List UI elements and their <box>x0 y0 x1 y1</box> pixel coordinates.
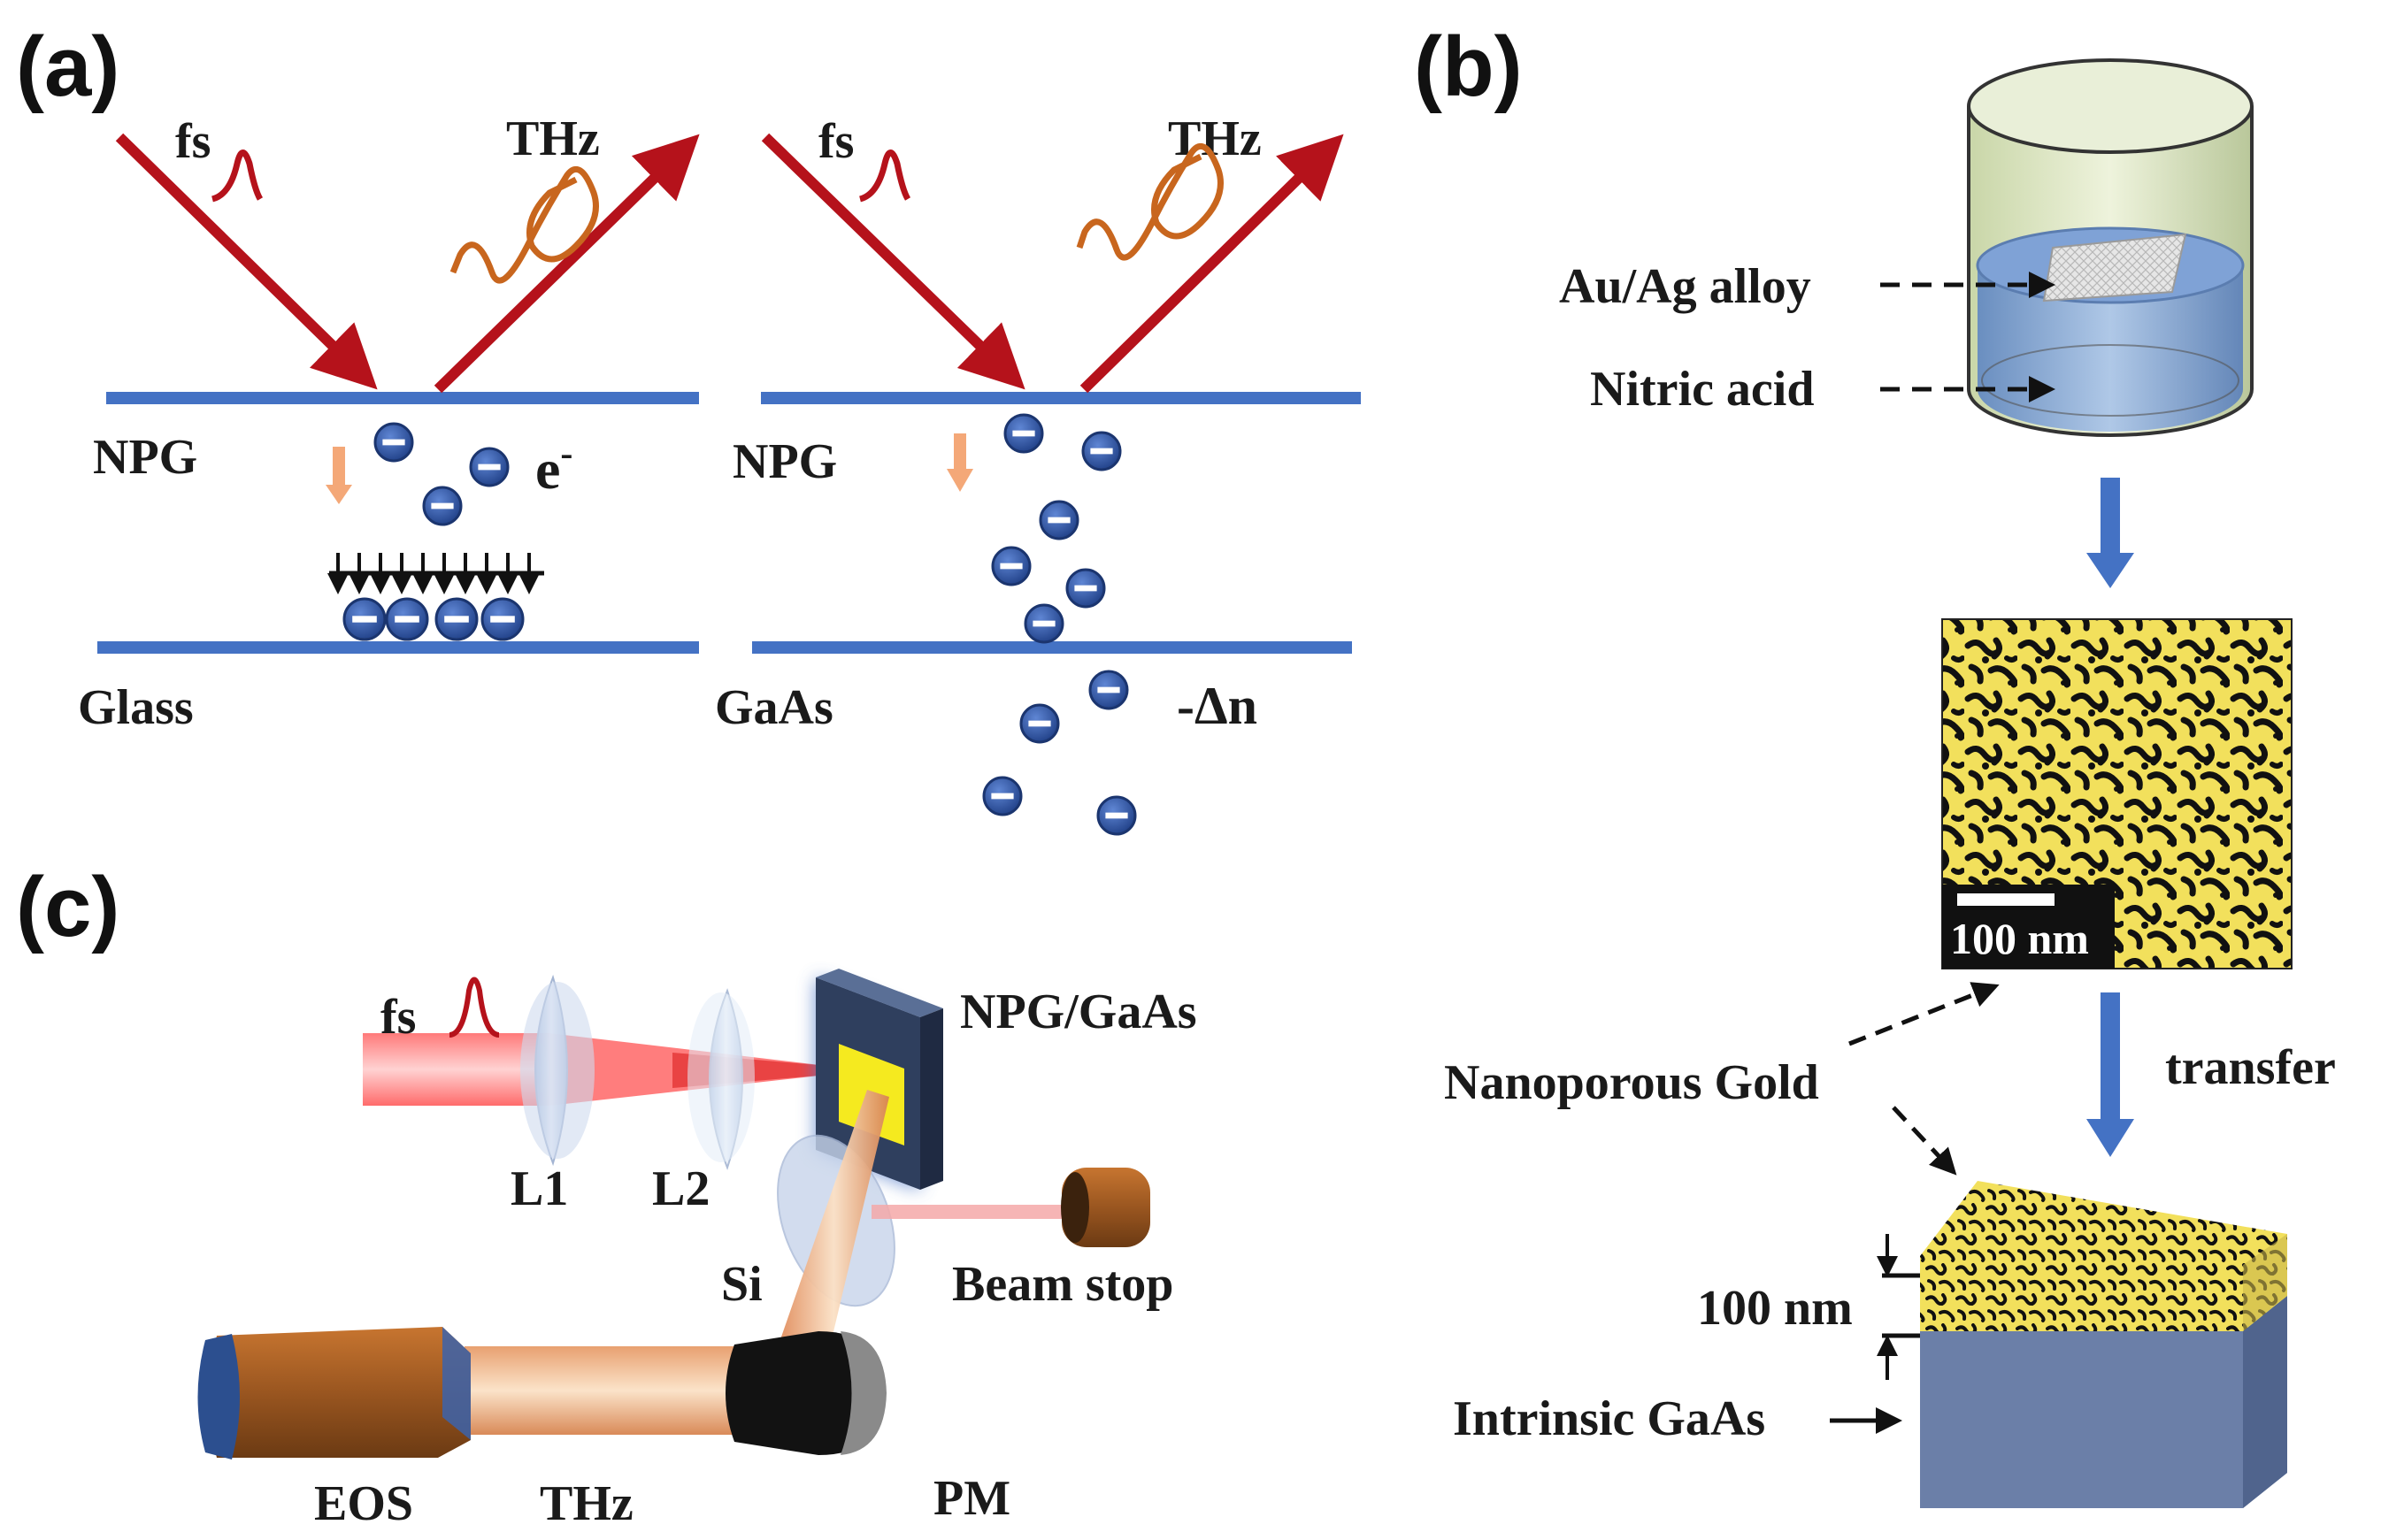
electron-icon <box>1024 603 1064 644</box>
electron-icon <box>434 597 479 641</box>
npg-name-label: Nanoporous Gold <box>1444 1055 1819 1110</box>
incident-fs-arrow <box>115 133 378 390</box>
eos-body <box>209 1327 471 1458</box>
emitted-thz-arrow-right <box>1079 134 1344 394</box>
electron-icon <box>991 546 1032 586</box>
panel-label-a: (a) <box>16 19 119 114</box>
si-label: Si <box>721 1257 763 1312</box>
fs-label-c: fs <box>380 990 416 1045</box>
electron-icon <box>1096 795 1137 836</box>
thz-pulse-icon-right <box>1076 142 1224 261</box>
eos-detector <box>197 1327 471 1460</box>
electron-icon <box>982 776 1023 816</box>
electron-icon <box>385 597 429 641</box>
beam-stop-label: Beam stop <box>952 1257 1173 1312</box>
pm-face <box>841 1331 887 1455</box>
beaker <box>1967 58 2254 437</box>
beaker-rim <box>1967 58 2254 154</box>
npg-label-right: NPG <box>733 434 837 489</box>
pm-body <box>726 1331 885 1455</box>
l1-label: L1 <box>511 1161 568 1216</box>
sample-plate-top <box>816 969 943 1017</box>
fs-input-beam <box>363 1033 549 1106</box>
thz-collimated-beam <box>465 1346 757 1435</box>
thz-label: THz <box>506 111 600 166</box>
electron-icon <box>373 422 414 463</box>
panel-c: fs L1 L2 NPG/GaAs Si Beam stop <box>197 969 1197 1531</box>
beam-stop-face <box>1061 1172 1089 1243</box>
eos-side <box>442 1327 471 1440</box>
free-electrons-left <box>373 422 510 526</box>
flow-arrow-2-head <box>2086 1119 2134 1157</box>
npg-pointer-down <box>1892 1106 1957 1176</box>
transfer-label: transfer <box>2165 1040 2336 1095</box>
substrate-label: Intrinsic GaAs <box>1453 1391 1765 1446</box>
gaas-block <box>1920 1296 2287 1508</box>
thz-cone-beam <box>779 1090 889 1358</box>
gaas-label: GaAs <box>715 680 833 735</box>
thickness-label: 100 nm <box>1697 1281 1853 1336</box>
electron-icon <box>1003 413 1044 454</box>
npg-pointer-up <box>1848 982 2000 1046</box>
scale-bar-label: 100 nm <box>1950 914 2089 963</box>
free-electrons-right <box>982 413 1137 836</box>
fs-pulse-icon-c <box>449 977 500 1038</box>
alloy-label: Au/Ag alloy <box>1559 259 1811 314</box>
residual-beam <box>872 1205 1062 1219</box>
eos-label: EOS <box>314 1476 413 1531</box>
electron-icon <box>1019 703 1060 744</box>
sample-block <box>1920 1181 2287 1508</box>
drift-arrow-head <box>326 485 352 504</box>
pm-label: PM <box>933 1471 1010 1526</box>
electron-label: e- <box>535 433 572 501</box>
parabolic-mirror <box>726 1331 887 1455</box>
npg-film <box>1920 1181 2287 1331</box>
incident-fs-arrow-right <box>761 133 1025 390</box>
acid-label: Nitric acid <box>1590 362 1814 417</box>
lens-l2-face <box>687 992 755 1162</box>
panel-a-right: fs THz NPG GaAs -Δn <box>715 111 1361 836</box>
sample-label: NPG/GaAs <box>960 985 1197 1039</box>
panel-label-b: (b) <box>1414 19 1523 114</box>
eos-face <box>197 1334 240 1460</box>
trapped-electrons <box>342 597 525 641</box>
electron-icon <box>1081 431 1122 471</box>
beaker-inner-bottom <box>1981 344 2239 417</box>
fs-pulse-icon-right <box>858 149 911 203</box>
l2-label: L2 <box>652 1161 710 1216</box>
gaas-block-side <box>2243 1296 2287 1508</box>
flow-arrow-1-head <box>2086 553 2134 588</box>
panel-b: Au/Ag alloy Nitric acid 100 nm transfer … <box>1444 58 2336 1508</box>
sample-plate-side <box>920 1008 943 1190</box>
electron-icon <box>480 597 525 641</box>
panel-label-c: (c) <box>16 860 119 954</box>
sample-npg-gaas <box>816 969 943 1190</box>
beam-stop <box>1061 1168 1150 1247</box>
scale-bar <box>1957 893 2055 906</box>
electron-icon <box>469 447 510 487</box>
thz-pulse-icon <box>449 165 599 284</box>
electron-icon <box>1088 670 1129 710</box>
npg-label: NPG <box>93 430 197 485</box>
emitted-thz-arrow <box>434 134 700 394</box>
electron-icon <box>1039 500 1079 540</box>
lens-l1-face <box>520 982 595 1159</box>
glass-label: Glass <box>78 680 194 735</box>
drift-arrow-head-right <box>947 469 973 492</box>
field-arrows <box>327 553 540 594</box>
panel-a-left: fs THz NPG Glass e- <box>78 111 700 735</box>
npg-film-side <box>2243 1234 2287 1331</box>
fs-pulse-icon <box>211 149 264 203</box>
thz-label-c: THz <box>540 1476 634 1531</box>
fs-label: fs <box>175 114 211 169</box>
fs-label-right: fs <box>818 114 854 169</box>
electron-icon <box>422 486 463 526</box>
delta-n-label: -Δn <box>1177 677 1257 735</box>
electron-icon <box>342 597 387 641</box>
electron-icon <box>1065 568 1106 609</box>
